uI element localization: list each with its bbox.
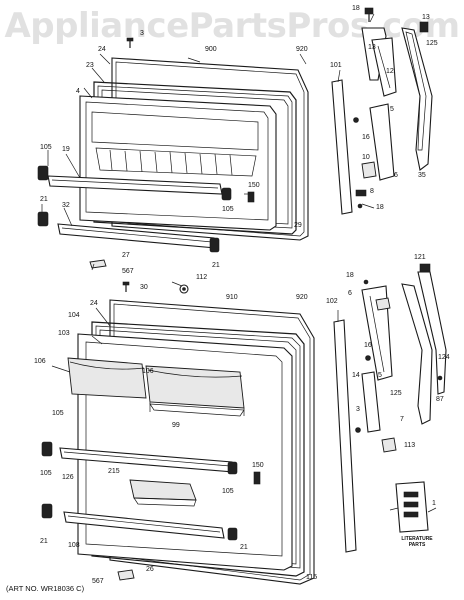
part-label: 35 <box>418 172 426 179</box>
part-label: 99 <box>172 422 180 429</box>
part-label: 29 <box>294 222 302 229</box>
freezer-door-liner <box>79 95 277 231</box>
part-label: 920 <box>296 294 308 301</box>
part-label: 900 <box>205 46 217 53</box>
part-label: 101 <box>330 62 342 69</box>
part-label: 26 <box>146 566 154 573</box>
part-label: 567 <box>92 578 104 585</box>
part-label: 106 <box>142 368 154 375</box>
part-label: 125 <box>390 390 402 397</box>
part-label: 13 <box>422 14 430 21</box>
freezer-door-assembly <box>37 37 309 269</box>
part-label: 105 <box>40 144 52 151</box>
part-label: 27 <box>122 252 130 259</box>
door-strip-101 <box>331 79 353 215</box>
part-label: 121 <box>414 254 426 261</box>
part-label: 12 <box>386 68 394 75</box>
part-label: 1 <box>432 500 436 507</box>
part-label: 108 <box>68 542 80 549</box>
freezer-hinge-parts <box>353 7 433 209</box>
part-label: 126 <box>62 474 74 481</box>
literature-booklet <box>395 481 437 533</box>
fresh-food-hinge-parts <box>355 263 447 453</box>
leader-lines <box>41 13 399 511</box>
part-label: 124 <box>438 354 450 361</box>
part-label: 24 <box>98 46 106 53</box>
part-label: 105 <box>40 470 52 477</box>
part-label: 3 <box>140 30 144 37</box>
shelf-clip <box>37 165 49 181</box>
part-label: 87 <box>436 396 444 403</box>
part-label: 102 <box>326 298 338 305</box>
part-label: 8 <box>370 188 374 195</box>
part-label: 18 <box>352 5 360 12</box>
part-label: 10 <box>362 154 370 161</box>
part-label: 21 <box>40 538 48 545</box>
literature-parts-label: LITERATURE PARTS <box>401 536 433 548</box>
part-label: 21 <box>40 196 48 203</box>
part-label: 21 <box>212 262 220 269</box>
freezer-gasket <box>93 81 297 235</box>
part-label: 112 <box>196 274 208 281</box>
part-label: 18 <box>346 272 354 279</box>
fresh-food-gasket <box>91 321 305 577</box>
part-label: 910 <box>226 294 238 301</box>
part-label: 16 <box>364 342 372 349</box>
part-label: 24 <box>90 300 98 307</box>
part-label: 23 <box>86 62 94 69</box>
part-label: 215 <box>108 468 120 475</box>
door-strip-102 <box>333 319 357 553</box>
door-shelf-bar-lower <box>63 511 225 539</box>
part-label: 6 <box>394 172 398 179</box>
part-label: 14 <box>352 372 360 379</box>
part-label: 7 <box>400 416 404 423</box>
part-label: 18 <box>376 204 384 211</box>
part-label: 30 <box>140 284 148 291</box>
part-label: 5 <box>390 106 394 113</box>
part-label: 106 <box>34 358 46 365</box>
part-label: 6 <box>348 290 352 297</box>
part-label: 104 <box>68 312 80 319</box>
art-number: (ART NO. WR18036 C) <box>6 584 85 593</box>
part-label: 32 <box>62 202 70 209</box>
door-stop-14 <box>361 371 381 433</box>
part-label: 3 <box>356 406 360 413</box>
part-label: 105 <box>52 410 64 417</box>
part-label: 113 <box>404 442 416 449</box>
part-label: 115 <box>306 574 318 581</box>
door-handle-lower <box>401 283 433 425</box>
part-label: 150 <box>248 182 260 189</box>
part-label: 125 <box>426 40 438 47</box>
part-label: 150 <box>252 462 264 469</box>
part-label: 21 <box>240 544 248 551</box>
part-label: 4 <box>76 88 80 95</box>
dairy-compartment-door <box>67 357 147 399</box>
part-label: 13 <box>368 44 376 51</box>
part-label: 567 <box>122 268 134 275</box>
cover-plate <box>89 259 107 269</box>
part-label: 105 <box>222 206 234 213</box>
door-handle-upper <box>401 27 433 171</box>
part-label: 103 <box>58 330 70 337</box>
part-label: 105 <box>222 488 234 495</box>
part-label: 19 <box>62 146 70 153</box>
fresh-food-door-assembly <box>41 281 315 585</box>
part-label: 16 <box>362 134 370 141</box>
part-label: 920 <box>296 46 308 53</box>
part-label: 5 <box>378 372 382 379</box>
